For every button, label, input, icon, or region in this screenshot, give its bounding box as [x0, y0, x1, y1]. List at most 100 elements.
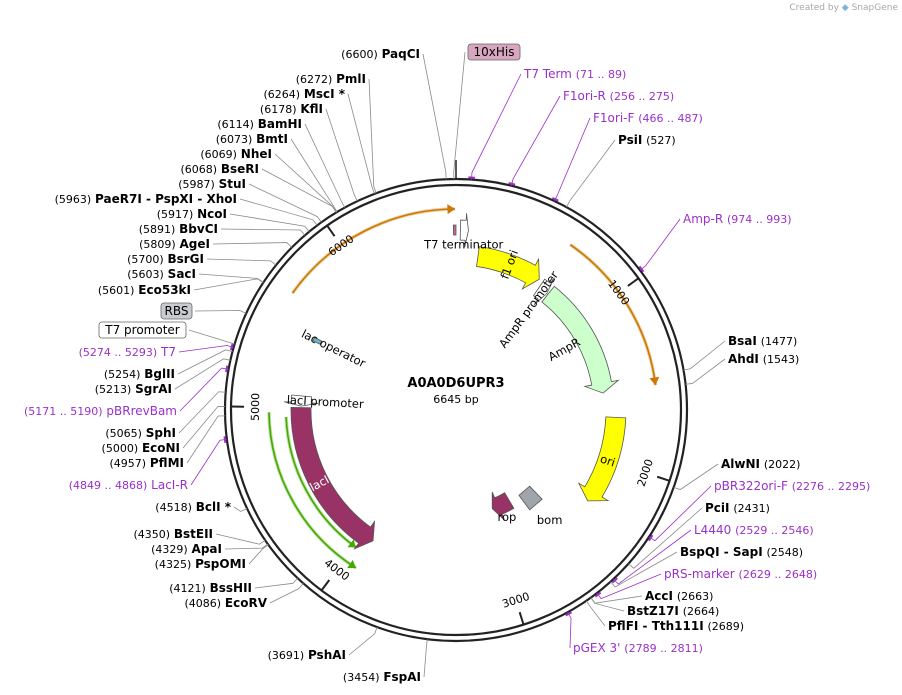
feature-t7-terminator[interactable] — [459, 213, 469, 248]
label-coord: (5601) — [98, 284, 135, 297]
label-coord: (5963) — [55, 193, 92, 206]
site-label-bsrgi[interactable]: (5700) BsrGI — [127, 252, 204, 266]
label-name: Eco53kI — [138, 283, 191, 297]
site-label-f1ori-r[interactable]: F1ori-R (256 .. 275) — [563, 89, 674, 103]
leader-line-l4440 — [613, 529, 692, 585]
site-label-t7[interactable]: (5274 .. 5293) T7 — [79, 345, 176, 359]
label-name: StuI — [219, 177, 246, 191]
site-label-saci[interactable]: (5603) SacI — [127, 267, 196, 281]
label-text: AhdI (1543) — [728, 352, 799, 366]
site-label-eco53ki[interactable]: (5601) Eco53kI — [98, 283, 191, 297]
site-label-bamhi[interactable]: (6114) BamHI — [217, 117, 302, 131]
leader-line-pcii — [628, 507, 703, 569]
feature-label-bom: bom — [537, 513, 563, 527]
site-label-rbs[interactable]: RBS — [160, 302, 193, 320]
feature-laci[interactable] — [290, 407, 376, 550]
site-label-bsteii[interactable]: (4350) BstEII — [133, 527, 213, 541]
site-label-bbvci[interactable]: (5891) BbvCI — [139, 222, 218, 236]
feature-laci-promoter[interactable] — [284, 394, 319, 407]
site-label-ecorv[interactable]: (4086) EcoRV — [185, 596, 268, 610]
label-text: (5000) EcoNI — [102, 441, 180, 455]
tick-label-2000: 2000 — [635, 457, 656, 488]
site-label-amp-r[interactable]: Amp-R (974 .. 993) — [683, 212, 792, 226]
site-label-t7-promoter[interactable]: T7 promoter — [98, 321, 187, 339]
feature-lac-operator[interactable] — [312, 336, 323, 345]
site-label-fspai[interactable]: (3454) FspAI — [343, 670, 421, 684]
label-coord: (2431) — [733, 502, 770, 515]
site-label-ncoi[interactable]: (5917) NcoI — [157, 207, 227, 221]
site-label-pflfi-tth111i[interactable]: PflFI - Tth111I (2689) — [608, 619, 744, 633]
site-label-paqci[interactable]: (6600) PaqCI — [341, 47, 420, 61]
site-label-pcii[interactable]: PciI (2431) — [705, 501, 770, 515]
site-label-bsshii[interactable]: (4121) BssHII — [169, 581, 252, 595]
label-name: Amp-R — [683, 212, 723, 226]
label-coord: (5987) — [178, 178, 215, 191]
site-label-bspqi-sapi[interactable]: BspQI - SapI (2548) — [680, 545, 803, 559]
site-label-bcli[interactable]: (4518) BclI * — [155, 500, 231, 514]
leader-line-sphi — [178, 391, 226, 434]
site-label-bsai[interactable]: BsaI (1477) — [728, 334, 797, 348]
site-label-msci[interactable]: (6264) MscI * — [263, 87, 345, 101]
leader-line-pbrrevbam — [179, 367, 229, 412]
feature-ampr[interactable] — [541, 285, 620, 394]
site-label-bstz17i[interactable]: BstZ17I (2664) — [627, 604, 719, 618]
site-label-t7-term[interactable]: T7 Term (71 .. 89) — [523, 67, 626, 81]
site-label-pflmi[interactable]: (4957) PflMI — [109, 456, 184, 470]
site-label-paer7i-pspxi-xhoi[interactable]: (5963) PaeR7I - PspXI - XhoI — [55, 192, 237, 206]
site-label-apai[interactable]: (4329) ApaI — [151, 542, 222, 556]
site-label-pmli[interactable]: (6272) PmlI — [296, 72, 366, 86]
leader-line-pflfi-tth111i — [585, 600, 606, 627]
tick-2000 — [656, 475, 670, 482]
feature-t7-term-box[interactable] — [452, 224, 457, 236]
site-label-ahdi[interactable]: AhdI (1543) — [728, 352, 799, 366]
orange-arc-left — [291, 208, 456, 294]
feature-ampr-promoter[interactable] — [532, 277, 555, 306]
site-label-nhei[interactable]: (6069) NheI — [200, 147, 272, 161]
site-label-bglii[interactable]: (5254) BglII — [104, 367, 175, 381]
label-text: (4849 .. 4868) LacI-R — [69, 478, 188, 492]
site-label-l4440[interactable]: L4440 (2529 .. 2546) — [694, 523, 814, 537]
site-label-pbr322ori-f[interactable]: pBR322ori-F (2276 .. 2295) — [714, 479, 870, 493]
tick-label-5000: 5000 — [249, 393, 262, 421]
site-label-laci-r[interactable]: (4849 .. 4868) LacI-R — [69, 478, 188, 492]
site-label-pshai[interactable]: (3691) PshAI — [268, 648, 346, 662]
site-label-stui[interactable]: (5987) StuI — [178, 177, 246, 191]
label-name: pGEX 3' — [573, 641, 620, 655]
label-name: BmtI — [256, 132, 288, 146]
site-label-f1ori-f[interactable]: F1ori-F (466 .. 487) — [593, 111, 703, 125]
site-label-kfli[interactable]: (6178) KflI — [260, 102, 323, 116]
leader-line-f1ori-r — [510, 95, 561, 186]
site-label-pbrrevbam[interactable]: (5171 .. 5190) pBRrevBam — [24, 404, 177, 418]
label-name: F1ori-R — [563, 89, 606, 103]
label-text: Amp-R (974 .. 993) — [683, 212, 792, 226]
label-name: pBR322ori-F — [714, 479, 788, 493]
label-name: PflMI — [150, 456, 184, 470]
site-label-sphi[interactable]: (5065) SphI — [105, 426, 176, 440]
site-label-agei[interactable]: (5809) AgeI — [139, 237, 210, 251]
site-label-pspomi[interactable]: (4325) PspOMI — [155, 557, 246, 571]
site-label-psii[interactable]: PsiI (527) — [618, 133, 676, 147]
label-coord: (5171 .. 5190) — [24, 405, 103, 418]
site-label-acci[interactable]: AccI (2663) — [645, 589, 713, 603]
site-label-alwni[interactable]: AlwNI (2022) — [721, 457, 800, 471]
site-label-econi[interactable]: (5000) EcoNI — [102, 441, 180, 455]
site-label-prs-marker[interactable]: pRS-marker (2629 .. 2648) — [664, 567, 817, 581]
site-label-sgrai[interactable]: (5213) SgrAI — [95, 382, 172, 396]
label-coord: (6264) — [263, 88, 300, 101]
site-label-pgex-3[interactable]: pGEX 3' (2789 .. 2811) — [573, 641, 703, 655]
site-label-bseri[interactable]: (6068) BseRI — [180, 162, 259, 176]
feature-f1-ori[interactable] — [476, 246, 540, 291]
feature-bom[interactable] — [518, 485, 543, 511]
label-coord: (6068) — [180, 163, 217, 176]
site-label-10xhis[interactable]: 10xHis — [467, 43, 521, 61]
leader-line-f1ori-f — [554, 117, 591, 202]
leader-line-pshai — [348, 626, 378, 656]
snapgene-credit: Created by ◆ SnapGene — [789, 3, 898, 13]
feature-label-ori: ori — [598, 452, 617, 470]
leader-line-pbr322ori-f — [648, 485, 712, 542]
label-coord: (974 .. 993) — [727, 213, 792, 226]
feature-ori[interactable] — [577, 416, 627, 502]
site-label-bmti[interactable]: (6073) BmtI — [216, 132, 288, 146]
feature-rop[interactable] — [491, 491, 515, 521]
